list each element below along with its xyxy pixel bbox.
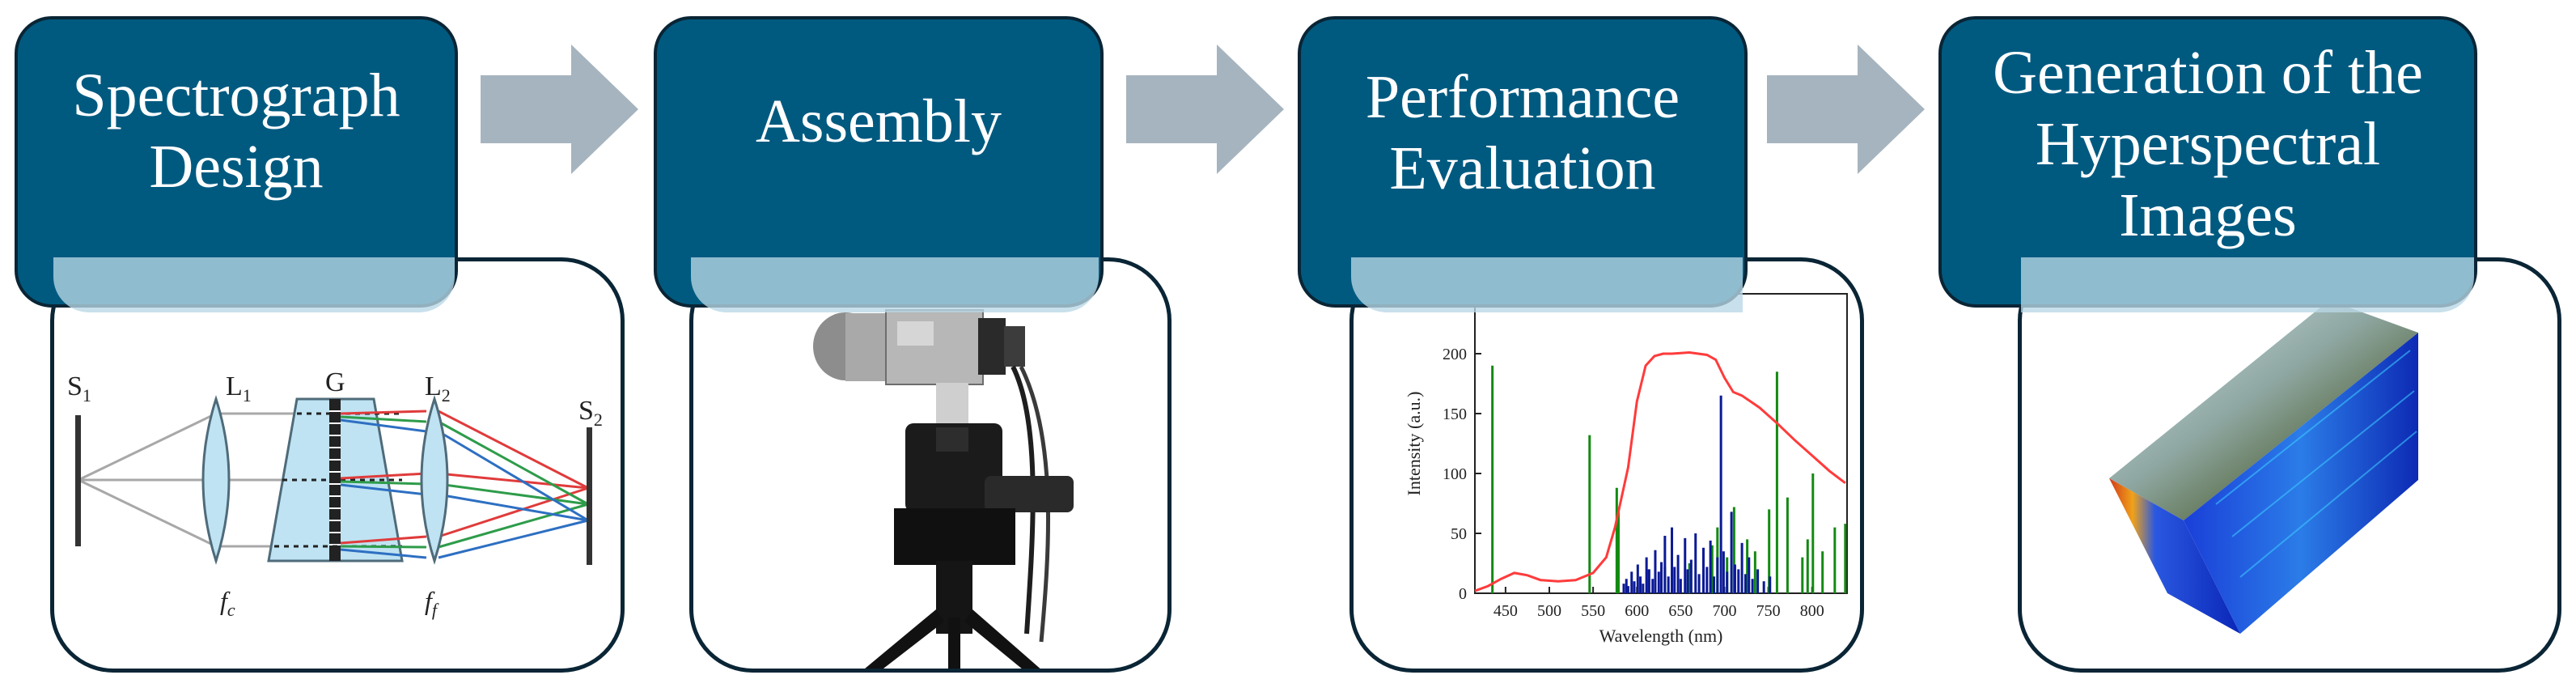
svg-text:ff: ff [425, 586, 439, 620]
lens-l1 [201, 395, 231, 565]
stage-title-text: Generation of the Hyperspectral Images [1993, 39, 2423, 249]
svg-text:fc: fc [220, 586, 235, 620]
arrow-right-icon [1126, 45, 1284, 174]
y-tick-label: 150 [1443, 405, 1467, 423]
label-g: G [325, 367, 345, 397]
lens-l2 [420, 395, 449, 565]
title-overlap-veil [2021, 257, 2474, 312]
hyperspectral-cube [2109, 300, 2418, 634]
svg-text:L2: L2 [425, 371, 451, 405]
slit-s1 [75, 415, 81, 546]
title-overlap-veil [1351, 257, 1743, 312]
arrow-right-icon [481, 45, 638, 174]
spectrum-line [1474, 351, 1846, 592]
label-s1: S [67, 371, 83, 401]
label-l1: L [226, 371, 243, 401]
x-tick-label: 650 [1668, 602, 1693, 620]
x-tick-label: 500 [1537, 602, 1561, 620]
detector-s2 [587, 427, 592, 565]
x-tick-label: 550 [1581, 602, 1605, 620]
arrow-right-icon [1767, 45, 1925, 174]
spectrum-chart: 450500550600650700750800050100150200250W… [1404, 286, 1848, 646]
x-tick-label: 600 [1625, 602, 1649, 620]
y-tick-label: 50 [1451, 525, 1467, 543]
y-tick-label: 100 [1443, 465, 1467, 483]
x-tick-label: 750 [1756, 602, 1781, 620]
x-axis-label: Wavelength (nm) [1599, 626, 1723, 646]
stage-title-text: Spectrograph Design [72, 62, 400, 201]
card-assembly [689, 257, 1171, 673]
spectrograph-camera-photo [813, 309, 1074, 669]
title-overlap-veil [691, 257, 1099, 312]
card-spectrograph-design: S1 L1 fc G [50, 257, 625, 673]
label-s2: S [578, 396, 594, 426]
y-axis-label: Intensity (a.u.) [1404, 392, 1424, 496]
y-tick-label: 0 [1459, 585, 1467, 603]
card-performance-evaluation: 450500550600650700750800050100150200250W… [1349, 257, 1864, 673]
stage-title-text: Assembly [756, 87, 1002, 155]
label-l2: L [425, 371, 442, 401]
card-hyperspectral-images [2018, 257, 2561, 673]
x-tick-label: 800 [1800, 602, 1824, 620]
svg-text:S1: S1 [67, 371, 91, 405]
title-overlap-veil [53, 257, 455, 312]
x-tick-label: 700 [1712, 602, 1736, 620]
stage-title-text: Performance Evaluation [1365, 63, 1680, 202]
svg-text:L1: L1 [226, 371, 252, 405]
spectrograph-optics-diagram: S1 L1 fc G [67, 367, 603, 620]
y-tick-label: 200 [1443, 346, 1467, 363]
plot-frame [1474, 293, 1848, 594]
svg-text:S2: S2 [578, 396, 603, 430]
x-tick-label: 450 [1493, 602, 1518, 620]
